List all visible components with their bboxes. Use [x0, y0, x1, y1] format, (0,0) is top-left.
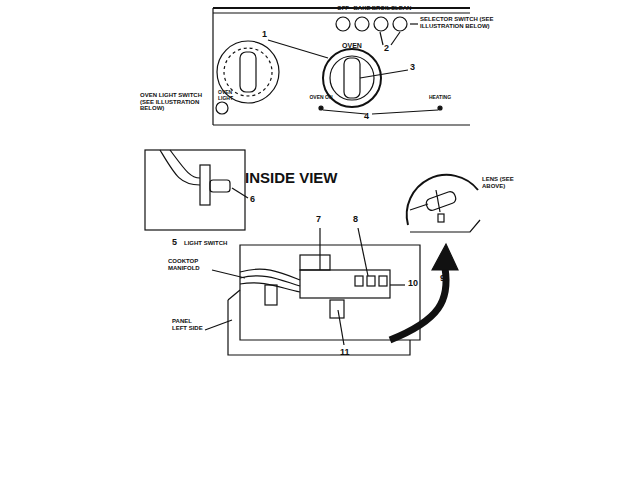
callout-number: 5	[172, 238, 177, 248]
part-label: LIGHT SWITCH	[184, 240, 227, 247]
callout-number: 9	[440, 274, 445, 284]
indicator-label: OVEN ON	[309, 95, 332, 101]
button-label: BAKE	[353, 5, 370, 12]
part-label: PANEL LEFT SIDE	[172, 318, 204, 331]
switch-label: OVEN LIGHT	[218, 90, 248, 101]
part-label: LENS (SEE ABOVE)	[482, 176, 516, 189]
part-label: OVEN LIGHT SWITCH (SEE ILLUSTRATION BELO…	[140, 92, 212, 112]
callout-number: 3	[410, 63, 415, 73]
knob-label: OVEN	[342, 42, 362, 50]
callout-number: 11	[340, 348, 350, 358]
part-label: COOKTOP MANIFOLD	[168, 258, 212, 271]
part-label: SELECTOR SWITCH (SEE ILLUSTRATION BELOW)	[420, 16, 530, 29]
callout-number: 7	[316, 215, 321, 225]
callout-number: 1	[262, 30, 267, 40]
button-label: OFF	[337, 5, 349, 12]
callout-number: 8	[353, 215, 358, 225]
button-label: CLEAN	[391, 5, 412, 12]
callout-number: 10	[408, 279, 418, 289]
callout-number: 4	[364, 112, 369, 122]
button-label: BROIL	[372, 5, 391, 12]
callout-number: 6	[250, 195, 255, 205]
callout-number: 2	[384, 44, 389, 54]
indicator-label: HEATING	[429, 95, 451, 101]
section-heading: INSIDE VIEW	[245, 170, 338, 187]
